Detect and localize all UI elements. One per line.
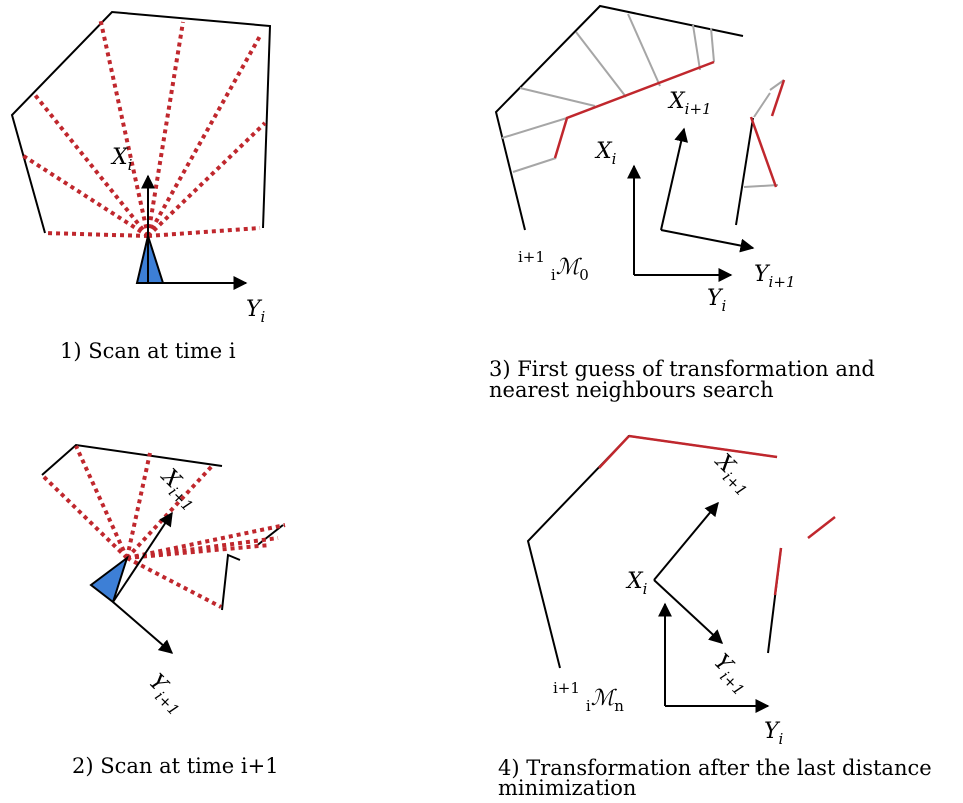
panel-2-y-axis (112, 601, 174, 654)
panel-3-frame-i-x-label: Xi (594, 139, 617, 168)
panel-4-frame-i-y-label: Yi (764, 719, 784, 748)
panel-3-frame-i-y-label: Yi (707, 286, 727, 315)
panel-3-frame-next-y-label: Yi+1 (754, 262, 795, 291)
panel-4-matched-corner-segment (807, 516, 836, 539)
panel-1-room-walls (10, 10, 272, 234)
panel-2-x-label: Xi+1 (152, 463, 204, 515)
panel-1-y-label: Yi (246, 297, 266, 326)
panel-3-caption-line-2: nearest neighbours search (489, 378, 774, 402)
panel-3-new-scan-edge (769, 79, 785, 91)
panel-2-x-axis (112, 511, 173, 603)
panel-2: Xi+1 Yi+1 2) Scan at time i+1 (41, 443, 286, 778)
panel-4: Xi Yi Xi+1 Yi+1 i+1iℳn 4) Transformation… (498, 434, 932, 800)
panel-2-scan-rays (41, 445, 286, 609)
panel-4-caption-line-1: 4) Transformation after the last distanc… (498, 756, 932, 780)
panel-3-caption-line-1: 3) First guess of transformation and (489, 357, 875, 381)
panel-4-reference-walls (526, 434, 778, 669)
panel-1-sensor-icon (135, 232, 165, 284)
panel-1-scan-rays (20, 17, 267, 238)
panel-4-frame-next-y-axis (653, 579, 724, 644)
panel-3-nearest-neighbour-links (501, 13, 779, 188)
panel-4-matched-corner-wall (598, 435, 630, 469)
panel-2-room-wall-corner (254, 524, 284, 548)
panel-2-caption: 2) Scan at time i+1 (72, 754, 279, 778)
panel-3-reference-walls (494, 4, 744, 231)
panel-3-new-scan-corner (749, 116, 778, 188)
panel-4-frame-next-x-axis (653, 501, 719, 581)
panel-3-frame-next-x-axis (660, 127, 689, 231)
panel-4-frame-next-y-label: Yi+1 (706, 649, 756, 699)
panel-4-transform-symbol: i+1iℳn (553, 679, 624, 715)
panel-2-y-label: Yi+1 (141, 669, 191, 719)
panel-3-reference-wall-right (735, 117, 754, 226)
panel-4-matched-top-wall (628, 434, 778, 459)
panel-3-transform-symbol: i+1iℳ0 (518, 248, 589, 284)
panel-4-frame-i-x-label: Xi (625, 569, 648, 598)
panel-1-x-label: Xi (110, 145, 133, 174)
panel-3-frame-next-x-label: Xi+1 (667, 89, 712, 118)
panel-3-new-scan-wall (553, 60, 715, 159)
panel-4-caption-line-2: minimization (498, 776, 636, 800)
panel-4-frame-next-x-label: Xi+1 (706, 448, 758, 500)
panel-1: Xi Yi 1) Scan at time i (10, 10, 272, 363)
panel-3: Xi Yi Xi+1 Yi+1 i+1iℳ0 3) First guess of… (489, 4, 875, 402)
panel-1-caption: 1) Scan at time i (60, 339, 236, 363)
panel-3-frame-next-y-axis (660, 229, 755, 253)
panel-2-sensor-icon (89, 555, 129, 604)
panel-3-new-scan-segment (770, 79, 786, 117)
panel-4-matched-right-wall (773, 547, 783, 596)
panel-2-room-wall-top (41, 443, 223, 476)
panel-2-room-wall-right (221, 553, 241, 611)
